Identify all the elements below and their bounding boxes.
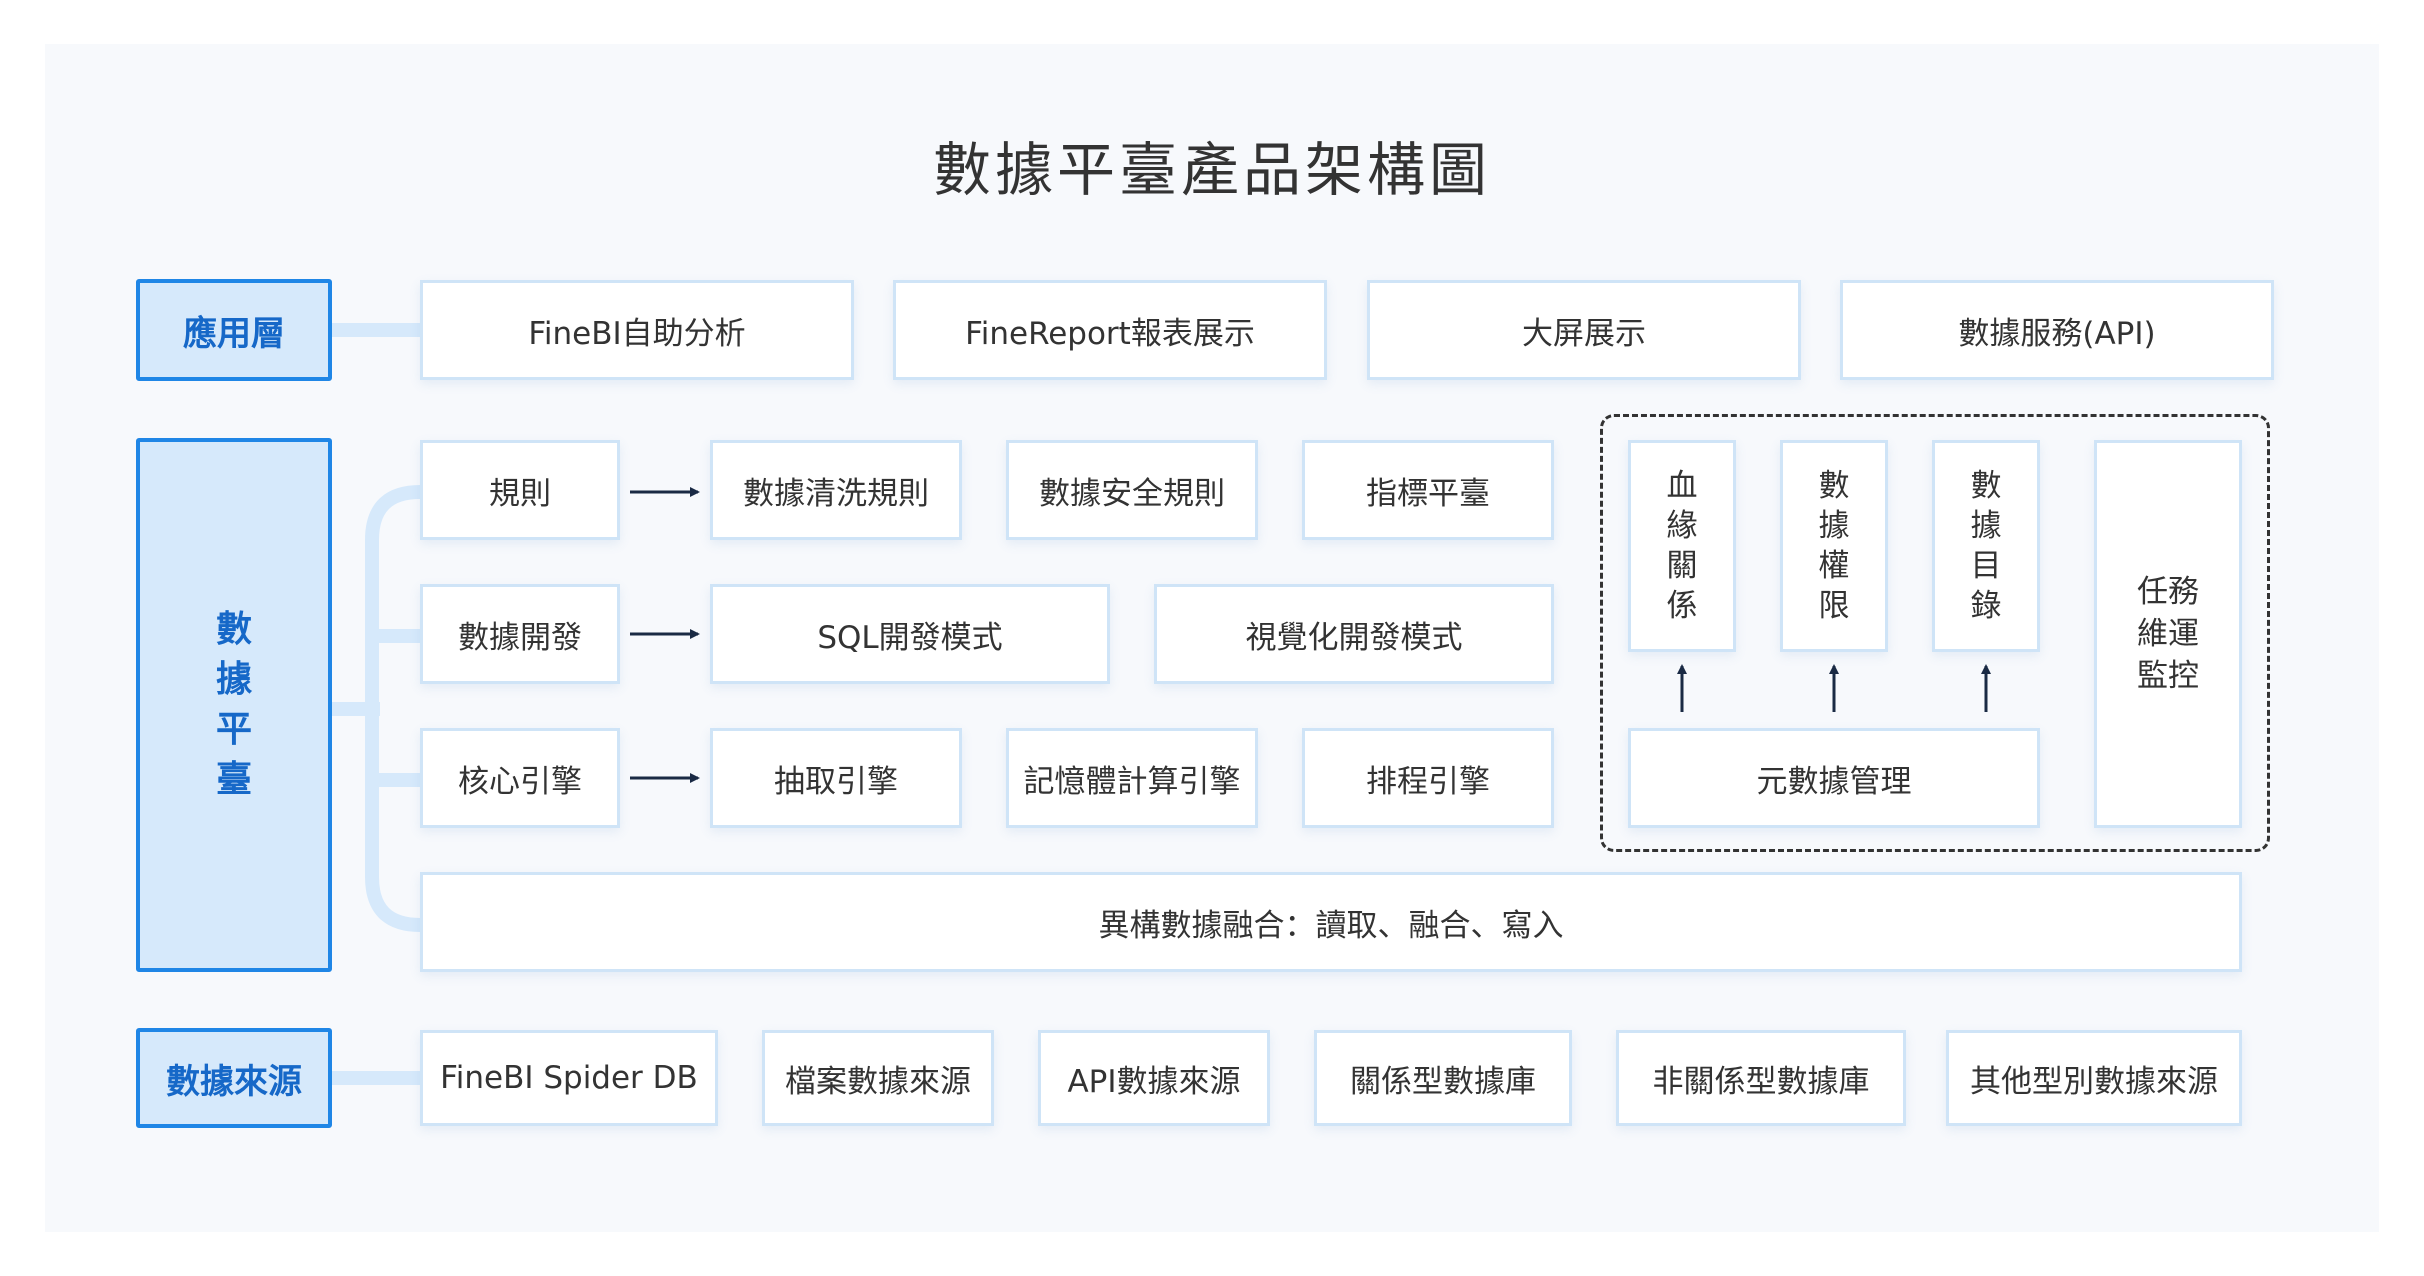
diagram-title: 數據平臺產品架構圖 (932, 136, 1491, 204)
app-connector (330, 323, 420, 337)
gov-item-ops-monitoring: 任務 維運 監控 (2094, 440, 2242, 828)
rules-item-metrics: 指標平臺 (1302, 440, 1554, 540)
app-item-finereport: FineReport報表展示 (893, 280, 1327, 380)
row-head-engines: 核心引擎 (420, 728, 620, 828)
gov-item-metadata: 元數據管理 (1628, 728, 2040, 828)
source-item-other: 其他型別數據來源 (1946, 1030, 2242, 1126)
application-layer-label: 應用層 (136, 279, 332, 381)
gov-item-permissions: 數 據 權 限 (1780, 440, 1888, 652)
source-item-api: API數據來源 (1038, 1030, 1270, 1126)
engine-item-in-memory: 記憶體計算引擎 (1006, 728, 1258, 828)
engine-item-extract: 抽取引擎 (710, 728, 962, 828)
sources-layer-label: 數據來源 (136, 1028, 332, 1128)
gov-item-lineage: 血 緣 關 係 (1628, 440, 1736, 652)
source-item-file: 檔案數據來源 (762, 1030, 994, 1126)
source-item-nonrelational: 非關係型數據庫 (1616, 1030, 1906, 1126)
row-head-development: 數據開發 (420, 584, 620, 684)
heterogeneous-fusion-bar: 異構數據融合：讀取、融合、寫入 (420, 872, 2242, 972)
gov-item-catalog: 數 據 目 錄 (1932, 440, 2040, 652)
app-item-bigscreen: 大屏展示 (1367, 280, 1801, 380)
source-item-relational: 關係型數據庫 (1314, 1030, 1572, 1126)
platform-label-char: 數 (215, 609, 252, 650)
rules-item-security: 數據安全規則 (1006, 440, 1258, 540)
sources-connector (330, 1071, 420, 1085)
engine-item-scheduling: 排程引擎 (1302, 728, 1554, 828)
platform-label-char: 臺 (215, 759, 252, 800)
dev-item-sql: SQL開發模式 (710, 584, 1110, 684)
app-item-finebi: FineBI自助分析 (420, 280, 854, 380)
app-item-data-service: 數據服務(API) (1840, 280, 2274, 380)
platform-label-char: 平 (215, 709, 252, 750)
source-item-spider-db: FineBI Spider DB (420, 1030, 718, 1126)
governance-group (1600, 414, 2270, 852)
row-head-rules: 規則 (420, 440, 620, 540)
platform-layer-label: 數 據 平 臺 (136, 438, 332, 972)
platform-label-char: 據 (215, 659, 252, 700)
rules-item-cleansing: 數據清洗規則 (710, 440, 962, 540)
dev-item-visual: 視覺化開發模式 (1154, 584, 1554, 684)
